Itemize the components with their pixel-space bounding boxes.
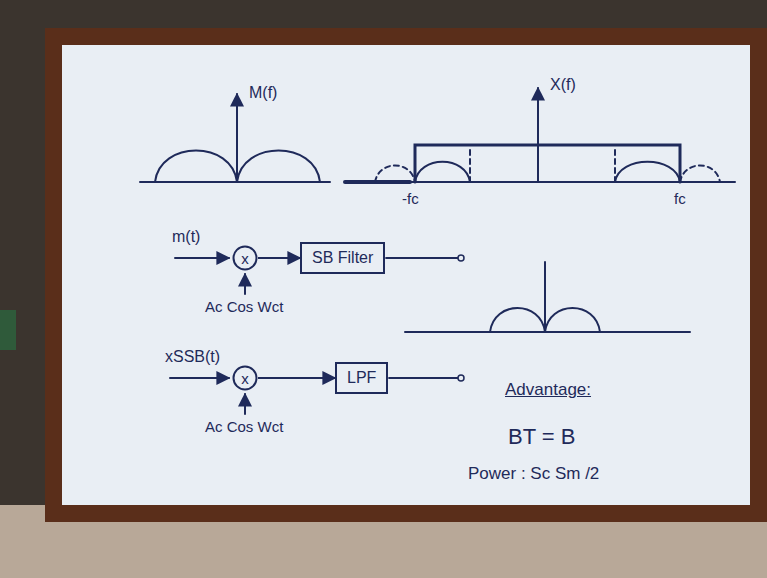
signal-name: xSSB(t)	[165, 348, 220, 366]
frequency-axis	[405, 331, 690, 333]
multiplier-circle: x	[232, 365, 258, 391]
spectrum-lobe	[155, 151, 237, 183]
frequency-axis	[345, 181, 735, 183]
amplitude-axis	[236, 94, 238, 182]
spectrum-lobe	[545, 308, 600, 332]
spectrum-label: X(f)	[550, 76, 576, 94]
signal-connector	[258, 377, 335, 379]
multiplier-outline	[234, 367, 257, 390]
carrier-signal: Ac Cos Wct	[205, 418, 283, 435]
spectrum-lobe	[615, 162, 680, 182]
frequency-mark: fc	[674, 190, 686, 207]
spectrum-lobe	[237, 151, 320, 183]
carrier-signal: Ac Cos Wct	[205, 298, 283, 315]
removed-lobe	[375, 166, 415, 183]
output-wire	[385, 257, 458, 259]
frequency-mark: -fc	[402, 190, 419, 207]
signal-connector	[258, 257, 300, 259]
node-text: SB Filter	[312, 248, 373, 267]
marker-pen	[0, 310, 16, 350]
node-text: LPF	[347, 368, 376, 387]
input-wire	[170, 377, 229, 379]
board-frame	[45, 28, 767, 522]
note-heading: Advantage:	[505, 380, 591, 400]
input-wire	[175, 257, 229, 259]
frequency-axis	[140, 181, 330, 183]
carrier-wire	[244, 274, 246, 294]
amplitude-axis	[544, 262, 546, 332]
spectrum-label: M(f)	[249, 84, 277, 102]
spectrum-lobe	[490, 308, 545, 332]
multiplier-circle: x	[232, 245, 258, 271]
band-edge	[614, 150, 616, 182]
multiplier-outline	[234, 247, 257, 270]
node-text: x	[241, 371, 249, 386]
filter-response	[415, 145, 680, 182]
signal-name: m(t)	[172, 228, 200, 246]
band-edge	[469, 150, 471, 182]
removed-lobe	[680, 166, 720, 183]
node-text: x	[241, 251, 249, 266]
output-terminal	[458, 375, 464, 381]
carrier-wire	[244, 394, 246, 414]
filter-box: LPF	[335, 362, 388, 393]
board-surface	[62, 45, 750, 505]
output-wire	[388, 377, 458, 379]
bandwidth-note: BT = B	[508, 424, 575, 449]
amplitude-axis	[537, 88, 539, 182]
spectrum-lobe	[415, 162, 470, 182]
filter-box: SB Filter	[300, 242, 385, 273]
frequency-axis	[345, 180, 410, 184]
power-note: Power : Sc Sm /2	[468, 464, 599, 484]
output-terminal	[458, 255, 464, 261]
